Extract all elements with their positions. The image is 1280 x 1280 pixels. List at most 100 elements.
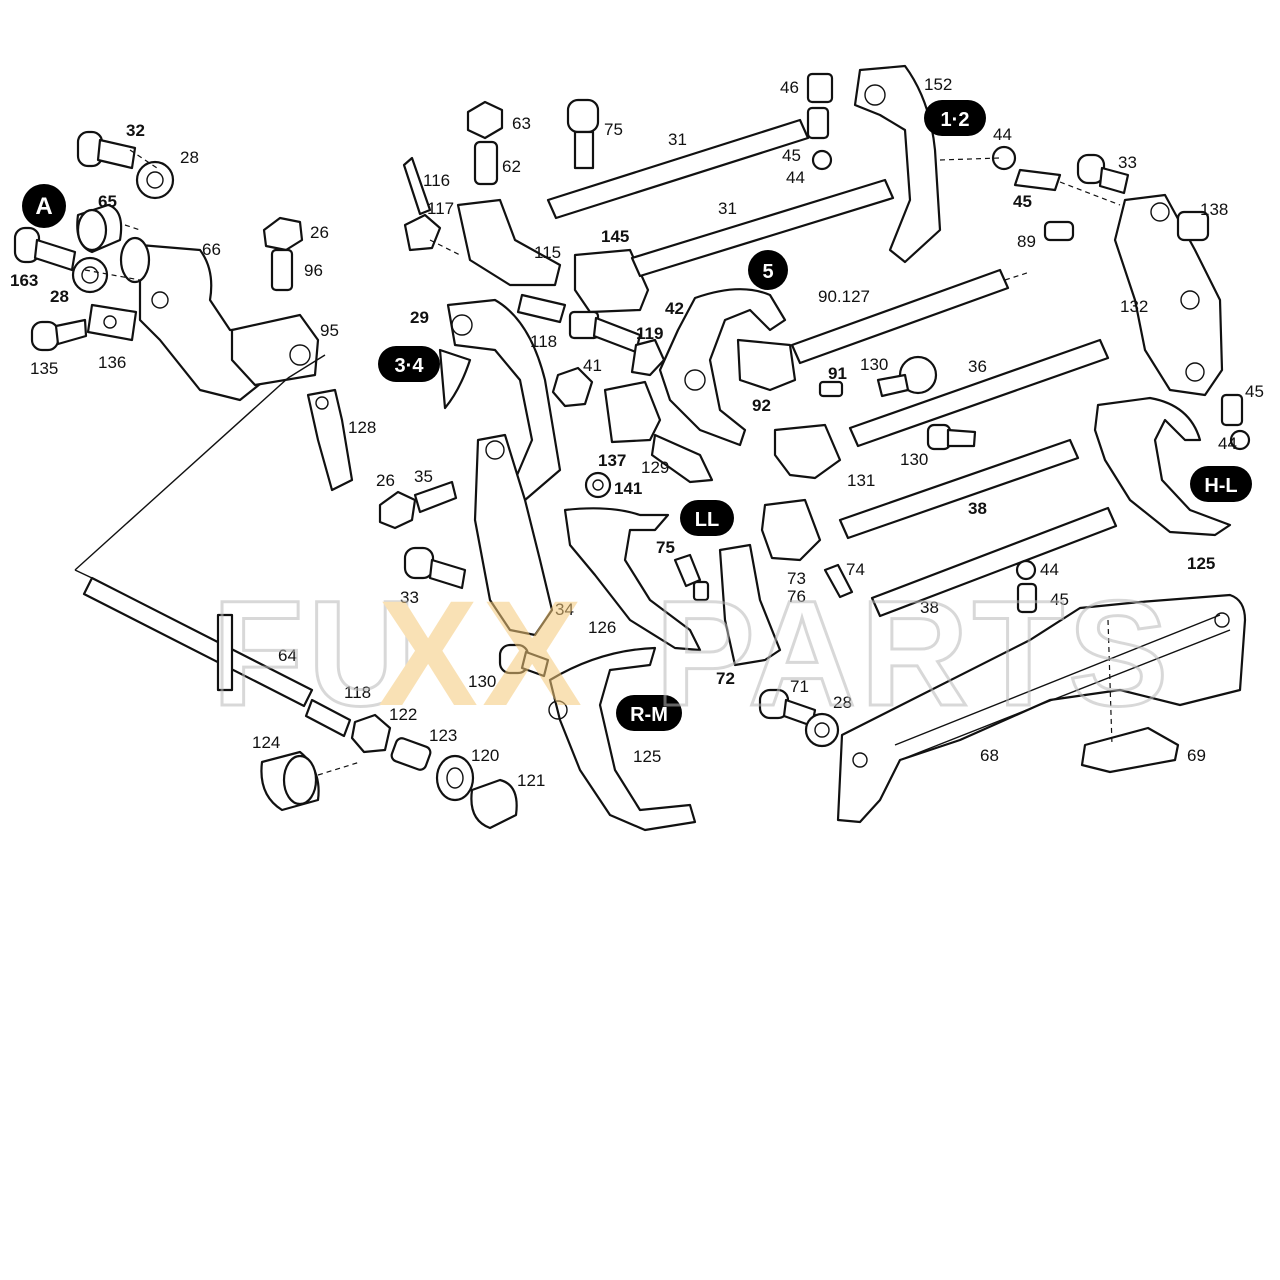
label-66: 66 [202,240,221,259]
connection-lines [74,149,1121,776]
part-cap-121 [470,778,518,830]
label-35: 35 [414,467,433,486]
part-screw-46 [806,72,834,104]
label-89: 89 [1017,232,1036,251]
label-26a: 26 [310,223,329,242]
label-75a: 75 [604,120,623,139]
label-95: 95 [320,321,339,340]
label-31b: 31 [718,199,737,218]
part-spring-118a [516,293,567,324]
part-bush-124 [260,750,320,812]
part-block-73 [760,498,822,562]
part-spring-45b [1013,168,1062,192]
part-bolt-33a [1076,153,1130,195]
part-stud-35 [413,480,458,514]
label-130a: 130 [860,355,888,374]
part-housing-68 [836,593,1247,824]
part-ball-44b [991,145,1017,171]
label-45b: 45 [1013,192,1032,211]
badge-H-L: H-L [1190,466,1252,502]
part-fork-HL [1093,396,1232,537]
label-68: 68 [980,746,999,765]
watermark-logo: FU XX PARTS [211,568,1172,739]
label-123: 123 [429,726,457,745]
svg-text:R-M: R-M [630,704,668,726]
part-block-131 [773,423,842,480]
label-44c: 44 [1218,434,1237,453]
label-120: 120 [471,746,499,765]
part-arm-34 [473,433,554,637]
part-arm-115 [456,198,562,287]
part-cap-130a [876,355,938,398]
label-130c: 130 [468,672,496,691]
part-nut-26b [378,490,417,530]
part-plate-69 [1080,726,1180,774]
part-rod-90127 [790,268,1010,365]
part-bolt-163 [13,226,77,272]
part-spring-62 [473,140,499,186]
watermark-text-parts: PARTS [655,569,1172,737]
badge-LL: LL [680,500,734,536]
part-stud-96 [270,248,294,292]
part-pin-74 [823,563,854,599]
part-washer-28c [804,712,840,748]
badge-R-M: R-M [616,695,682,731]
badge-5: 5 [748,250,788,290]
label-129: 129 [641,458,669,477]
label-145: 145 [601,227,629,246]
part-rod-38a [838,438,1080,540]
label-130b: 130 [900,450,928,469]
part-fork-LL [563,507,702,652]
label-28b: 28 [50,287,69,306]
part-bolt-130b [926,423,977,451]
part-pin-129 [650,433,714,484]
label-71: 71 [790,677,809,696]
label-45c: 45 [1245,382,1264,401]
label-69: 69 [1187,746,1206,765]
label-41: 41 [583,356,602,375]
part-fork-5 [658,288,787,447]
label-46: 46 [780,78,799,97]
svg-text:H-L: H-L [1204,475,1237,497]
label-42: 42 [665,299,684,318]
badge-1-2: 1·2 [924,100,986,136]
label-34: 34 [555,600,574,619]
part-washer-137 [584,471,612,499]
label-119: 119 [636,324,663,343]
label-163: 163 [10,271,38,290]
label-75b: 75 [656,538,675,557]
watermark-text-fu: FU [212,569,420,737]
label-38a: 38 [968,499,987,518]
label-91: 91 [828,364,847,383]
part-rod-36 [848,338,1110,448]
part-nut-122 [350,713,392,754]
part-fork-RM [548,646,697,832]
label-124: 124 [252,733,280,752]
part-nut-26a [262,216,304,252]
label-33b: 33 [400,588,419,607]
svg-text:A: A [35,193,52,220]
label-72: 72 [716,669,735,688]
svg-text:1·2: 1·2 [941,109,970,131]
part-ball-44c [1229,429,1251,451]
part-spring-45a [806,106,830,140]
label-31a: 31 [668,130,687,149]
label-116: 116 [423,171,450,190]
label-28a: 28 [180,148,199,167]
label-44d: 44 [1040,560,1059,579]
part-plate-136 [86,303,138,342]
part-fork-12 [853,64,942,264]
label-63: 63 [512,114,531,133]
part-clamp-95 [230,313,320,387]
label-135: 135 [30,359,58,378]
part-block-145 [573,248,650,314]
part-ball-44a [811,149,833,171]
part-pin-138 [1176,210,1210,242]
label-126: 126 [588,618,616,637]
part-pin-116 [402,156,432,216]
label-62: 62 [502,157,521,176]
part-pin-123 [390,737,432,771]
part-bolt-75a [566,98,600,170]
label-38b: 38 [920,598,939,617]
label-64: 64 [278,646,297,665]
